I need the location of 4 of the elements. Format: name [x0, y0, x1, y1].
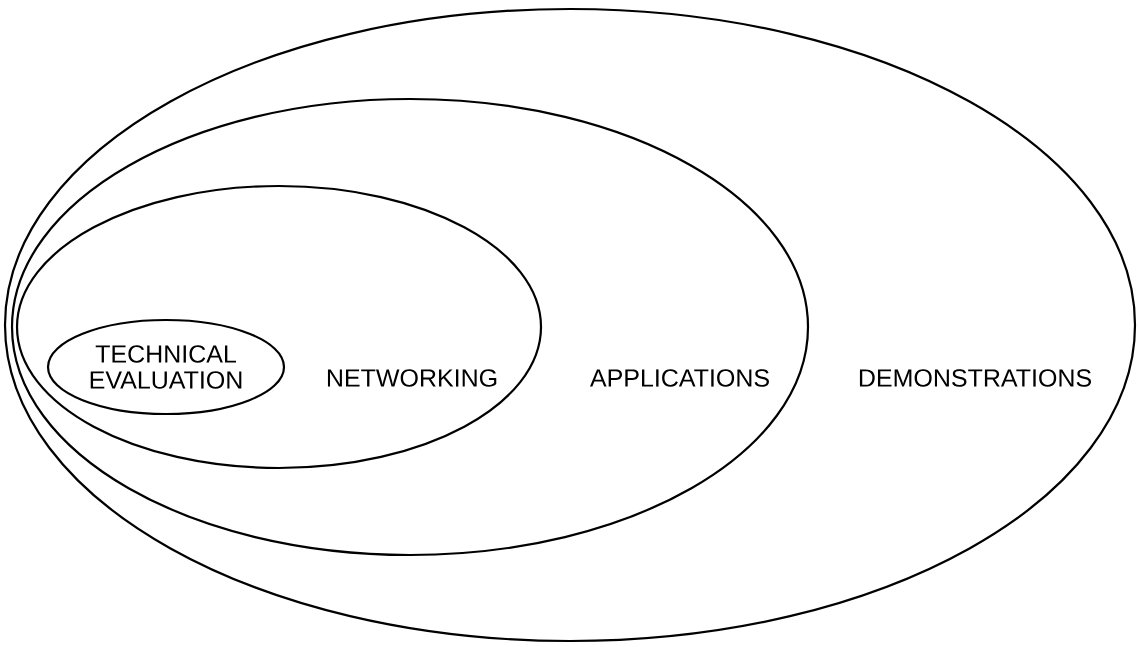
- ellipse-label: NETWORKING: [327, 369, 497, 387]
- ellipse-label: TECHNICAL EVALUATION: [90, 345, 242, 389]
- ellipse-label: APPLICATIONS: [590, 369, 769, 387]
- ellipse-label: DEMONSTRATIONS: [859, 369, 1091, 387]
